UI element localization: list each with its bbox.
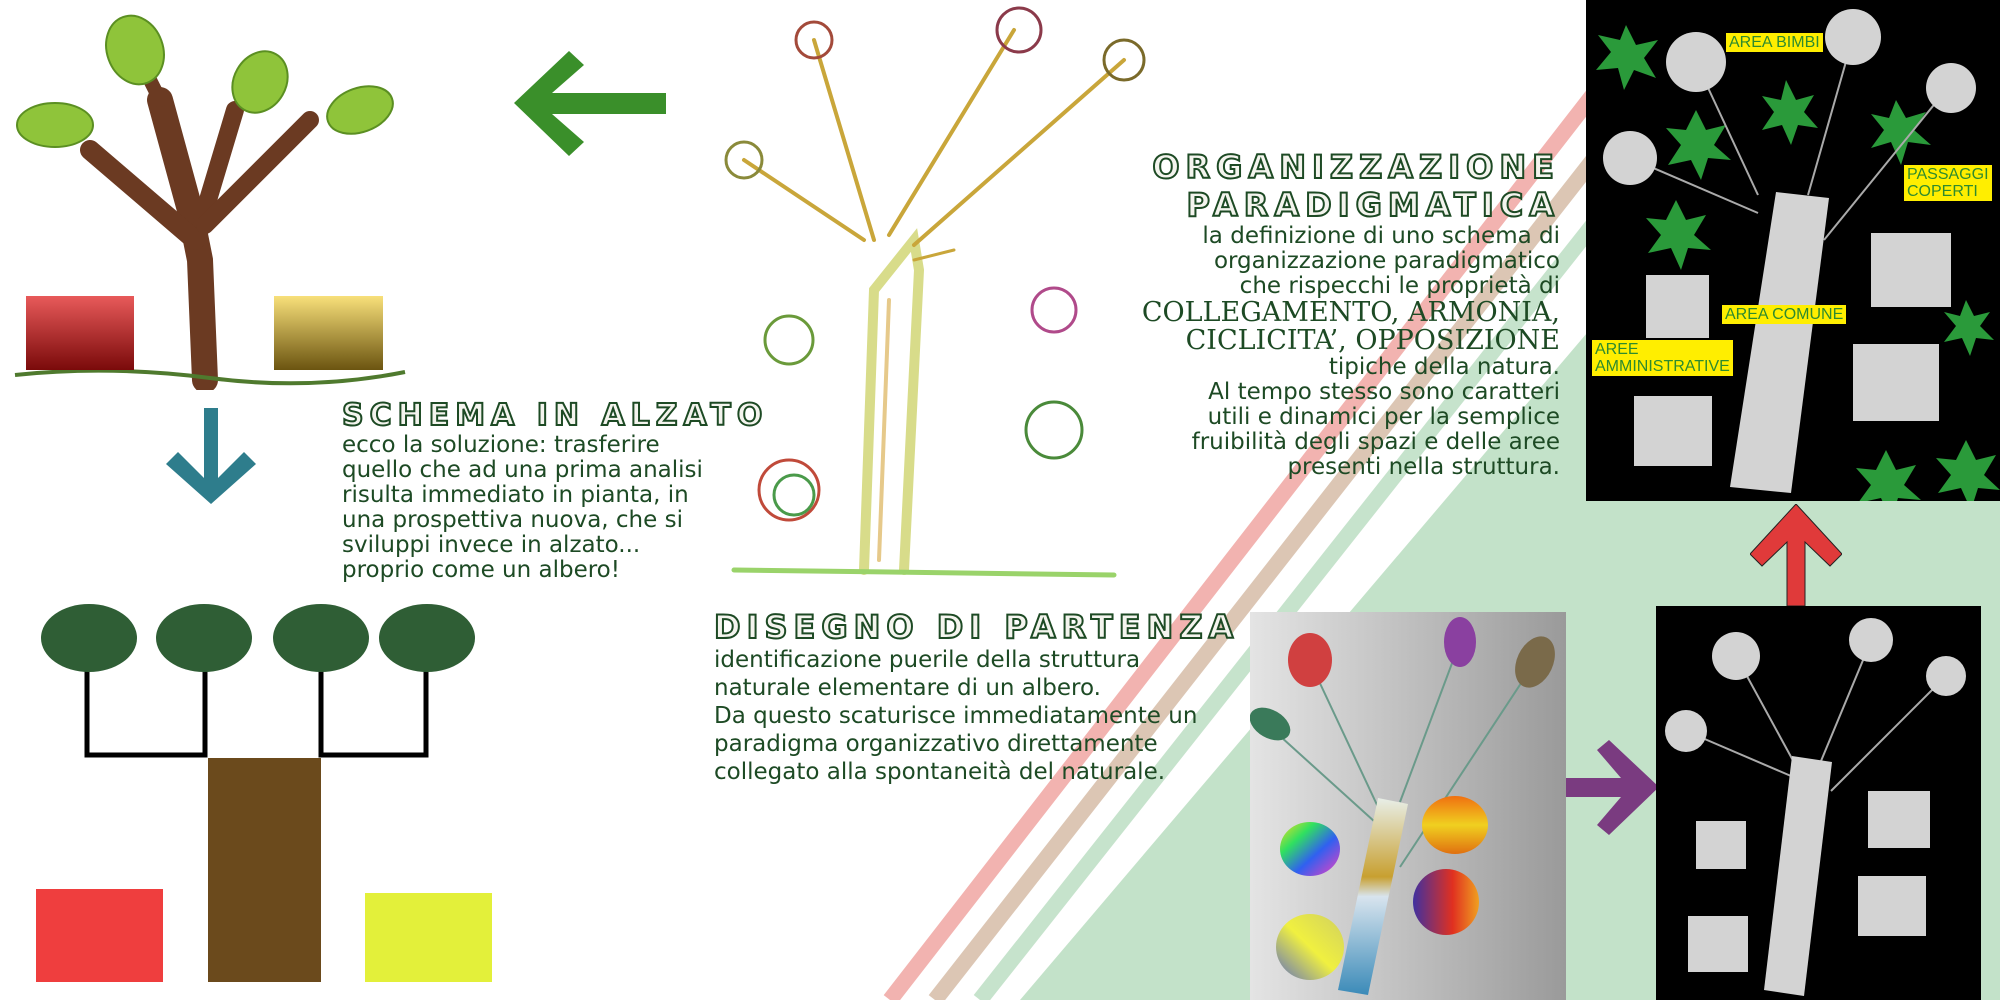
label-area-bimbi: AREA BIMBI — [1726, 33, 1823, 52]
plan-diagram-labeled: AREA BIMBI PASSAGGI COPERTI AREA COMUNE … — [1586, 0, 2000, 501]
disegno-section: DISEGNO DI PARTENZA identificazione puer… — [713, 607, 1240, 786]
gradient-tree-panel — [1250, 612, 1566, 1000]
label-passaggi-coperti: PASSAGGI COPERTI — [1904, 165, 1992, 201]
schema-body: ecco la soluzione: trasferire quello che… — [342, 432, 703, 583]
plan-shapes — [1596, 9, 2000, 501]
red-block — [26, 296, 134, 370]
arrow-up-icon — [1750, 504, 1842, 606]
organizzazione-body1: la definizione di uno schema di organizz… — [1202, 223, 1560, 299]
organizzazione-title-line2: PARADIGMATICA — [1185, 185, 1560, 225]
label-aree-amministrative: AREE AMMINISTRATIVE — [1592, 340, 1733, 376]
organizzazione-section: ORGANIZZAZIONE PARADIGMATICA la definizi… — [1141, 147, 1560, 480]
schema-title: SCHEMA IN ALZATO — [341, 397, 769, 434]
disegno-title: DISEGNO DI PARTENZA — [713, 607, 1240, 647]
disegno-body: identificazione puerile della struttura … — [714, 647, 1198, 785]
arrow-down-icon — [166, 408, 256, 504]
organizzazione-title-line1: ORGANIZZAZIONE — [1151, 147, 1560, 187]
arrow-left-icon — [514, 51, 666, 156]
yellow-block — [274, 296, 383, 370]
plan-diagram-simple — [1656, 606, 1981, 1000]
label-area-comune: AREA COMUNE — [1722, 305, 1847, 324]
tree-illustration — [14, 14, 406, 390]
organizzazione-body2: tipiche della natura. Al tempo stesso so… — [1191, 354, 1560, 480]
organizzazione-caps: COLLEGAMENTO, ARMONIA, CICLICITA’, OPPOS… — [1141, 297, 1560, 356]
arrow-right-icon — [1559, 740, 1659, 835]
child-drawing — [724, 6, 1146, 578]
schema-section: SCHEMA IN ALZATO ecco la soluzione: tras… — [341, 397, 769, 583]
schematic-tree — [36, 604, 492, 982]
